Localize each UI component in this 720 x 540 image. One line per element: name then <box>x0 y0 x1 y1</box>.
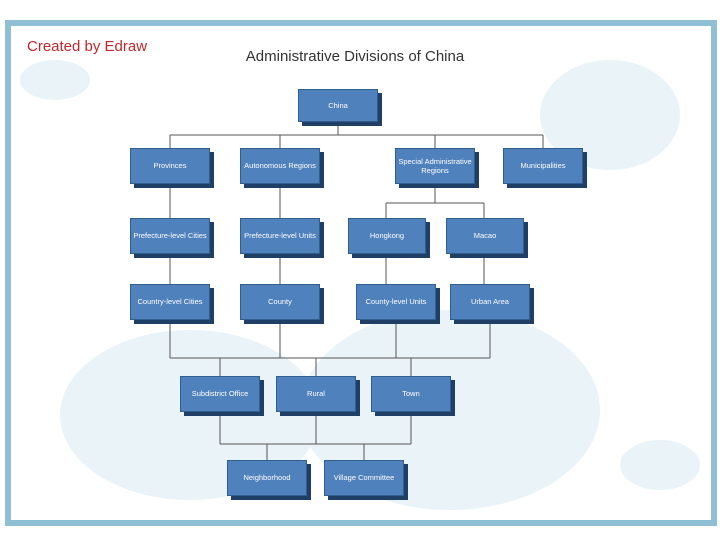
cloud-decoration <box>620 440 700 490</box>
brand-label: Created by Edraw <box>27 38 148 55</box>
node-hongkong: Hongkong <box>348 218 426 254</box>
cloud-decoration <box>20 60 90 100</box>
node-special-administrative-regions: Special Administrative Regions <box>395 148 475 184</box>
node-town: Town <box>371 376 451 412</box>
node-china: China <box>298 89 378 122</box>
node-village-committee: Village Committee <box>324 460 404 496</box>
node-subdistrict-office: Subdistrict Office <box>180 376 260 412</box>
node-county: County <box>240 284 320 320</box>
node-prefecture-level-cities: Prefecture-level Cities <box>130 218 210 254</box>
node-municipalities: Municipalities <box>503 148 583 184</box>
node-county-level-units: County-level Units <box>356 284 436 320</box>
node-rural: Rural <box>276 376 356 412</box>
node-autonomous-regions: Autonomous Regions <box>240 148 320 184</box>
node-prefecture-level-units: Prefecture-level Units <box>240 218 320 254</box>
node-neighborhood: Neighborhood <box>227 460 307 496</box>
node-macao: Macao <box>446 218 524 254</box>
node-provinces: Provinces <box>130 148 210 184</box>
node-country-level-cities: Country-level Cities <box>130 284 210 320</box>
page-title: Administrative Divisions of China <box>245 48 465 65</box>
node-urban-area: Urban Area <box>450 284 530 320</box>
